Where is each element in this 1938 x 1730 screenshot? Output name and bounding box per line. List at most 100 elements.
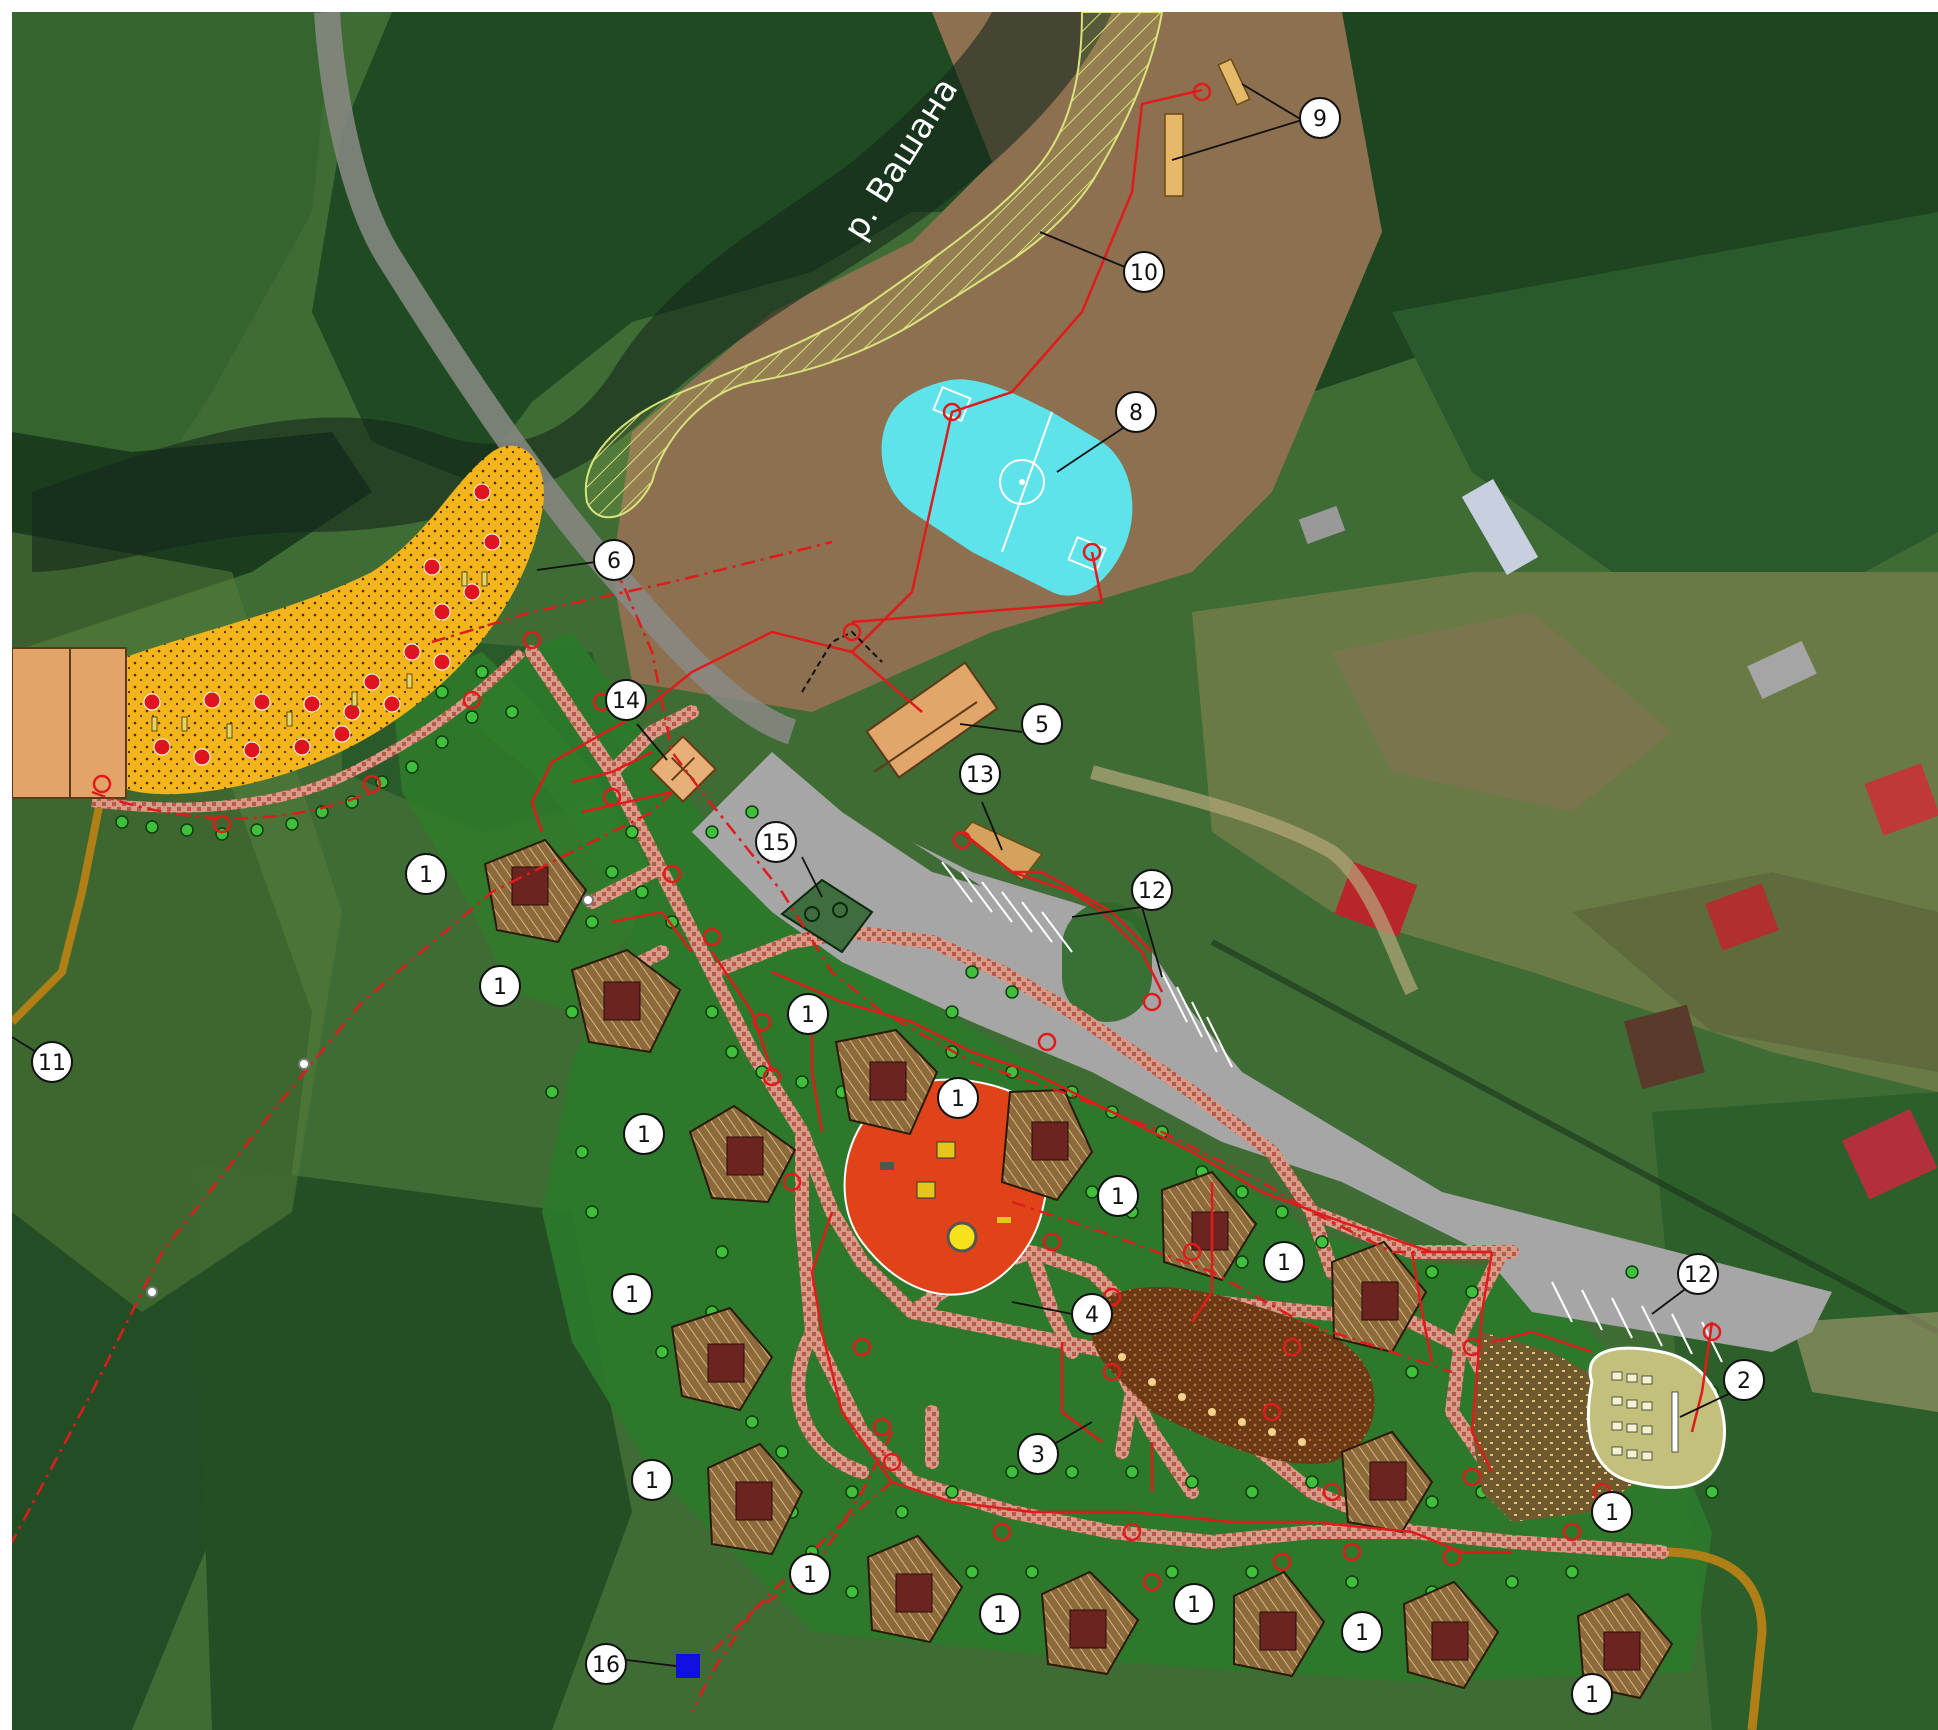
label-c-1d: 1 bbox=[937, 1077, 979, 1119]
label-circle bbox=[611, 1273, 653, 1315]
label-circle bbox=[979, 1593, 1021, 1635]
site-boundary-west bbox=[12, 791, 106, 1025]
zone-6-trees bbox=[143, 483, 501, 766]
label-number: 11 bbox=[38, 1051, 66, 1076]
label-number: 10 bbox=[1130, 261, 1158, 286]
label-c-14: 14 bbox=[605, 679, 647, 721]
label-number: 4 bbox=[1085, 1303, 1099, 1328]
label-number: 6 bbox=[607, 549, 621, 574]
label-circle bbox=[1677, 1253, 1719, 1295]
label-circle bbox=[479, 965, 521, 1007]
label-circle bbox=[1591, 1491, 1633, 1533]
zone-16-marker bbox=[676, 1654, 700, 1678]
zone-3-area bbox=[1091, 1287, 1375, 1464]
label-number: 1 bbox=[1187, 1593, 1201, 1618]
survey-points bbox=[146, 894, 594, 1298]
label-number: 1 bbox=[1111, 1185, 1125, 1210]
label-circle bbox=[1071, 1293, 1113, 1335]
label-circle bbox=[1021, 703, 1063, 745]
label-c-1o: 1 bbox=[1591, 1491, 1633, 1533]
label-c-11: 11 bbox=[31, 1041, 73, 1083]
label-number: 1 bbox=[419, 863, 433, 888]
label-c-9: 9 bbox=[1299, 97, 1341, 139]
label-circle bbox=[755, 821, 797, 863]
label-number: 3 bbox=[1031, 1443, 1045, 1468]
label-circle bbox=[585, 1643, 627, 1685]
label-number: 1 bbox=[645, 1469, 659, 1494]
label-number: 13 bbox=[966, 763, 994, 788]
label-circle bbox=[605, 679, 647, 721]
lawn-island bbox=[1062, 902, 1152, 1022]
zone-9-item-a bbox=[1164, 113, 1184, 197]
label-c-10: 10 bbox=[1123, 251, 1165, 293]
label-circle bbox=[1299, 97, 1341, 139]
label-number: 1 bbox=[625, 1283, 639, 1308]
label-c-4: 4 bbox=[1071, 1293, 1113, 1335]
label-number: 1 bbox=[637, 1123, 651, 1148]
label-number: 5 bbox=[1035, 713, 1049, 738]
route-lines bbox=[530, 88, 1714, 1554]
label-circle bbox=[937, 1077, 979, 1119]
label-c-3: 3 bbox=[1017, 1433, 1059, 1475]
route-dashed bbox=[12, 540, 1492, 1713]
label-c-1m: 1 bbox=[1341, 1611, 1383, 1653]
label-c-12b: 12 bbox=[1677, 1253, 1719, 1295]
label-c-1j: 1 bbox=[789, 1553, 831, 1595]
label-circle bbox=[31, 1041, 73, 1083]
label-number: 1 bbox=[951, 1087, 965, 1112]
label-circle bbox=[1263, 1241, 1305, 1283]
label-c-1i: 1 bbox=[631, 1459, 673, 1501]
route-black-dashed bbox=[801, 630, 883, 693]
zone-6-benches bbox=[151, 571, 488, 739]
label-circle bbox=[593, 539, 635, 581]
label-number: 1 bbox=[1605, 1501, 1619, 1526]
parking-area bbox=[692, 752, 1832, 1352]
label-number: 1 bbox=[801, 1003, 815, 1028]
label-circle bbox=[1341, 1611, 1383, 1653]
label-number: 12 bbox=[1138, 879, 1166, 904]
label-number: 1 bbox=[1585, 1683, 1599, 1708]
parking-stalls-north bbox=[941, 861, 1073, 953]
label-c-8: 8 bbox=[1115, 391, 1157, 433]
label-number: 1 bbox=[1277, 1251, 1291, 1276]
label-c-1c: 1 bbox=[787, 993, 829, 1035]
label-c-13: 13 bbox=[959, 753, 1001, 795]
zone-15-utility bbox=[780, 878, 874, 954]
label-number: 14 bbox=[612, 689, 640, 714]
label-c-1l: 1 bbox=[1173, 1583, 1215, 1625]
label-number: 15 bbox=[762, 831, 790, 856]
label-circle bbox=[1115, 391, 1157, 433]
label-number: 1 bbox=[803, 1563, 817, 1588]
label-c-1g: 1 bbox=[1263, 1241, 1305, 1283]
zone-1-hut-roofs bbox=[511, 866, 1641, 1671]
label-c-1k: 1 bbox=[979, 1593, 1021, 1635]
label-circle bbox=[959, 753, 1001, 795]
label-circle bbox=[1131, 869, 1173, 911]
zone-2-seating bbox=[1472, 1332, 1652, 1522]
label-number: 1 bbox=[493, 975, 507, 1000]
label-c-15: 15 bbox=[755, 821, 797, 863]
label-circle bbox=[1571, 1673, 1613, 1715]
label-c-2: 2 bbox=[1723, 1359, 1765, 1401]
label-circle bbox=[1097, 1175, 1139, 1217]
label-number: 16 bbox=[592, 1653, 620, 1678]
label-c-12a: 12 bbox=[1131, 869, 1173, 911]
label-number: 2 bbox=[1737, 1369, 1751, 1394]
site-boundary-southeast bbox=[1661, 1547, 1767, 1730]
label-c-1n: 1 bbox=[1571, 1673, 1613, 1715]
zone-3-lights bbox=[1118, 1353, 1306, 1446]
site-plan-map: р. Вашана bbox=[12, 12, 1938, 1730]
label-circle bbox=[789, 1553, 831, 1595]
label-number: 8 bbox=[1129, 401, 1143, 426]
label-circle bbox=[1017, 1433, 1059, 1475]
label-circle bbox=[631, 1459, 673, 1501]
label-circle bbox=[1173, 1583, 1215, 1625]
label-circle bbox=[405, 853, 447, 895]
zone-1-huts bbox=[483, 838, 1674, 1700]
label-number: 9 bbox=[1313, 107, 1327, 132]
zone-9-item-b bbox=[1217, 58, 1251, 106]
label-number: 12 bbox=[1684, 1263, 1712, 1288]
label-c-16: 16 bbox=[585, 1643, 627, 1685]
label-number: 1 bbox=[1355, 1621, 1369, 1646]
